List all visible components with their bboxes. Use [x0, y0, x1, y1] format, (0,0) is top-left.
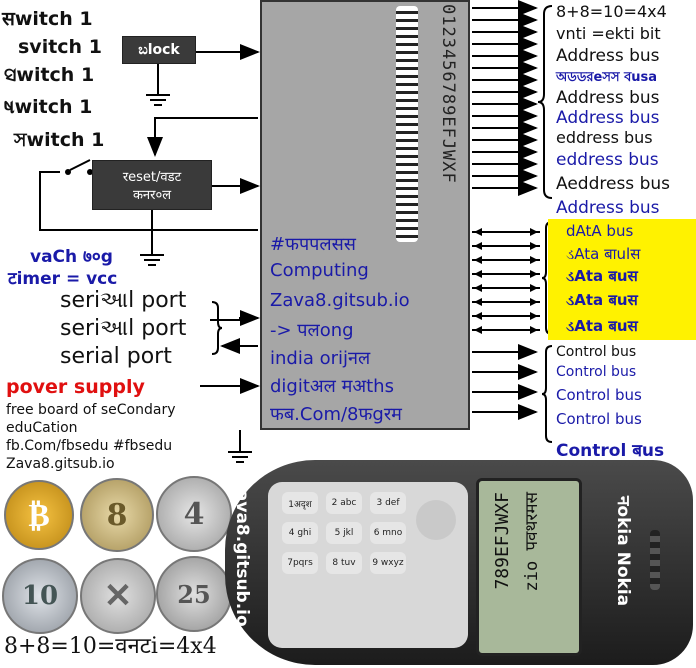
data-bus-label-1: dAtA bus: [566, 222, 634, 240]
phone-screen-line2: 789EFJWXF: [492, 492, 513, 590]
address-bus-label-4: অডডরeসস বusa: [556, 70, 658, 85]
address-bus-label-6: Address bus: [556, 108, 660, 128]
switch-label-5: সwitch 1: [14, 129, 105, 151]
chip-text-3: Zava8.gitsub.io: [270, 290, 410, 311]
chip-pin-labels: 0123456789EFJWXF: [438, 4, 458, 184]
data-bus-label-4: ડAta बuस: [566, 291, 638, 309]
data-bus-label-5: ડAta बuस: [566, 317, 638, 335]
vcc-label-line2: टimer = vcc: [8, 269, 118, 289]
phone-key-6[interactable]: 6 mno: [370, 522, 406, 544]
school-text-4: Zava8.gitsub.io: [6, 456, 115, 472]
phone-key-7[interactable]: 7pqrs: [282, 552, 318, 574]
address-bus-label-3: Address bus: [556, 46, 660, 66]
control-bus-label-2: Control bus: [556, 364, 637, 380]
phone-speaker-icon: [650, 530, 660, 590]
reset-label-line2: कनर०ल: [132, 188, 172, 203]
serial-port-label-2: seriઆl port: [60, 316, 187, 341]
phone-key-1[interactable]: 1अदृश: [282, 492, 318, 514]
chip-text-1: #फपपलसस: [270, 234, 356, 255]
school-text-1: free board of seCondary: [6, 402, 176, 418]
cpu-chip: [260, 0, 470, 430]
phone-nav-button[interactable]: [416, 500, 456, 540]
switch-label-4: ષwitch 1: [4, 96, 93, 118]
chip-text-5: india orijनल: [270, 348, 371, 369]
address-bus-label-9: Aeddress bus: [556, 174, 670, 194]
control-bus-label-3: Control bus: [556, 386, 642, 404]
address-bus-label-2: vnti =ekti bit: [556, 24, 661, 43]
chip-text-6: digitअल मअths: [270, 376, 394, 397]
school-text-3: fb.Com/fbsedu #fbsedu: [6, 438, 173, 454]
coin-x-icon: ✕: [80, 558, 156, 634]
switch-label-2: svitch 1: [18, 36, 102, 58]
reset-control-box: रeset/वडट कनर०ल: [92, 160, 212, 210]
data-bus-label-3: ડAta बuस: [566, 267, 638, 285]
control-bus-label-1: Control bus: [556, 344, 637, 360]
address-bus-label-7: eddress bus: [556, 128, 653, 147]
data-bus-label-2: ડAta बाulस: [566, 245, 641, 263]
coin-4-icon: 4: [156, 476, 232, 552]
phone-brand-right: नokia Nokia: [613, 496, 633, 607]
address-bus-label-5: Address bus: [556, 88, 660, 108]
control-bus-label-5: Control बus: [556, 441, 665, 461]
phone-screen: [476, 478, 582, 656]
clock-box: ಬlock: [122, 36, 196, 64]
chip-text-2: Computing: [270, 260, 369, 281]
serial-port-label-1: seriઆl port: [60, 288, 187, 313]
address-bus-label-8: eddress bus: [556, 150, 659, 170]
phone-key-5[interactable]: 5 jkl: [326, 522, 362, 544]
chip-pin-row: [396, 6, 418, 242]
coin-10-icon: 10: [2, 558, 78, 634]
switch-label-1: सwitch 1: [2, 8, 93, 30]
chip-text-7: फब.Com/8फgरम: [270, 404, 402, 425]
chip-text-4: -> पलong: [270, 320, 354, 341]
control-bus-label-4: Control bus: [556, 410, 642, 428]
phone-key-2[interactable]: 2 abc: [326, 492, 362, 514]
phone-brand-side: zava8.gitsub.io: [232, 480, 252, 627]
school-text-2: eduCation: [6, 420, 78, 436]
phone-key-9[interactable]: 9 wxyz: [370, 552, 406, 574]
phone-key-8[interactable]: 8 tuv: [326, 552, 362, 574]
address-bus-label-10: Address bus: [556, 198, 660, 218]
switch-label-3: ସwitch 1: [4, 64, 95, 86]
power-supply-label: pover supply: [6, 376, 145, 398]
bitcoin-coin-icon: ₿: [4, 480, 74, 550]
phone-key-3[interactable]: 3 def: [370, 492, 406, 514]
coin-25-icon: 25: [156, 556, 232, 632]
serial-port-label-3: serial port: [60, 344, 172, 369]
clock-label: ಬlock: [138, 42, 180, 58]
address-bus-label-1: 8+8=10=4x4: [556, 2, 667, 21]
vcc-label-line1: vaCh ७०g: [30, 247, 113, 267]
phone-screen-line1: zio पवथरमस: [522, 492, 542, 592]
data-bus-panel: [548, 219, 696, 340]
reset-label-line1: रeset/वडट: [122, 170, 182, 185]
bottom-equation: 8+8=10=वनटi=4x4: [4, 634, 217, 659]
coin-8-icon: 8: [80, 478, 154, 552]
phone-key-4[interactable]: 4 ghi: [282, 522, 318, 544]
